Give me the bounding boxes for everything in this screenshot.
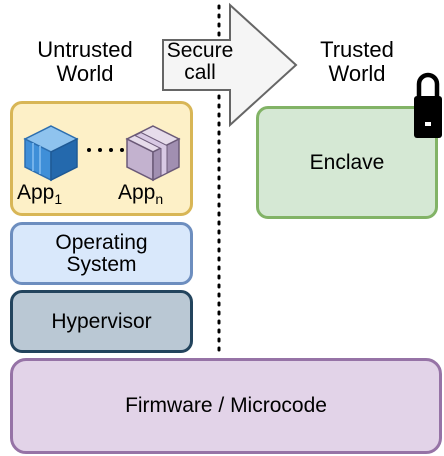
secure-call-line1: Secure — [166, 39, 234, 62]
app-1-base: App — [17, 181, 55, 204]
enclave-box: Enclave — [256, 106, 438, 219]
app-1-label: App1 — [17, 181, 63, 207]
blue-cube-icon — [23, 125, 79, 182]
firmware-box: Firmware / Microcode — [10, 358, 442, 454]
secure-call-label: Secure call — [160, 40, 240, 84]
applications-box: App1 Appn — [10, 101, 193, 216]
app-1-subscript: 1 — [54, 191, 63, 207]
app-n-base: App — [118, 181, 156, 204]
app-n-subscript: n — [155, 191, 164, 207]
untrusted-world-title: Untrusted World — [10, 38, 160, 86]
os-line2: System — [66, 252, 137, 276]
hypervisor-label: Hypervisor — [51, 309, 152, 333]
firmware-label: Firmware / Microcode — [125, 394, 327, 417]
purple-cube-icon — [125, 125, 181, 182]
hypervisor-box: Hypervisor — [10, 290, 193, 353]
untrusted-line2: World — [56, 61, 114, 86]
ellipsis-dots-icon — [87, 148, 124, 152]
trusted-line2: World — [328, 61, 386, 86]
operating-system-box: Operating System — [10, 222, 193, 285]
secure-call-line2: call — [184, 61, 216, 84]
trusted-line1: Trusted — [320, 37, 394, 62]
enclave-label: Enclave — [309, 150, 385, 174]
untrusted-line1: Untrusted — [37, 37, 133, 62]
padlock-icon — [414, 72, 442, 138]
app-n-label: Appn — [118, 181, 164, 207]
os-label: Operating System — [55, 230, 148, 276]
trusted-world-title: Trusted World — [297, 38, 417, 86]
os-line1: Operating — [55, 230, 148, 254]
secure-call-arrow — [162, 2, 298, 128]
